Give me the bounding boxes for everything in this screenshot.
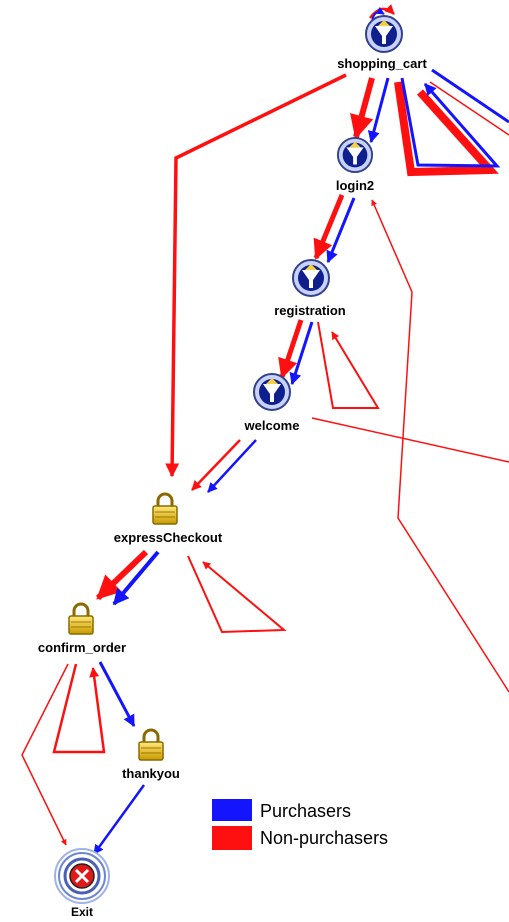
- node-exit[interactable]: Exit: [54, 848, 110, 919]
- node-shopping-cart[interactable]: shopping_cart: [337, 15, 427, 71]
- node-thankyou[interactable]: thankyou: [122, 728, 180, 781]
- node-label: shopping_cart: [337, 56, 427, 71]
- edge-red-cart-to-login2: [350, 77, 375, 140]
- node-confirm-order[interactable]: confirm_order: [38, 602, 126, 655]
- lock-icon: [67, 602, 95, 636]
- edge-blue-cart-to-login2: [367, 77, 390, 144]
- node-label: login2: [336, 178, 374, 193]
- edge-blue-confirm-to-thankyou: [98, 661, 136, 728]
- edge-blue-cart-loop: [400, 77, 501, 168]
- legend-swatch-non-purchasers: [212, 826, 252, 850]
- edge-red-confirm-to-exit: [21, 663, 69, 846]
- node-label: registration: [274, 303, 346, 318]
- legend-label-non-purchasers: Non-purchasers: [260, 828, 388, 848]
- node-express-checkout[interactable]: expressCheckout: [114, 492, 223, 545]
- funnel-page-icon: [253, 373, 291, 411]
- funnel-page-icon: [336, 136, 374, 174]
- edge-blue-express-to-confirm: [112, 550, 160, 606]
- legend: Purchasers Non-purchasers: [212, 799, 388, 850]
- lock-icon: [137, 728, 165, 762]
- edge-red-confirm-loop: [52, 663, 106, 754]
- edge-red-cart-offscreen: [429, 81, 509, 136]
- funnel-page-icon: [365, 15, 403, 53]
- edge-red-return-to-login2: [371, 199, 509, 693]
- edge-blue-cart-offscreen: [431, 68, 509, 124]
- edge-red-cart-to-express: [165, 73, 347, 478]
- edge-red-login2-to-registration: [313, 194, 345, 260]
- exit-icon: [54, 848, 110, 904]
- edge-red-express-loop: [187, 555, 287, 634]
- node-welcome[interactable]: welcome: [244, 373, 300, 433]
- lock-icon: [151, 492, 179, 526]
- node-label: expressCheckout: [114, 530, 223, 545]
- edge-blue-welcome-to-express: [207, 439, 257, 493]
- node-login2[interactable]: login2: [336, 136, 374, 193]
- node-label: confirm_order: [38, 640, 126, 655]
- node-label: Exit: [71, 905, 93, 919]
- node-label: welcome: [244, 418, 300, 433]
- legend-swatch-purchasers: [212, 799, 252, 821]
- edge-red-registration-loop: [317, 321, 380, 409]
- edge-red-registration-to-welcome: [278, 319, 304, 379]
- legend-label-purchasers: Purchasers: [260, 801, 351, 821]
- legend-item-purchasers: Purchasers: [212, 799, 351, 821]
- edge-red-express-to-confirm: [95, 549, 149, 601]
- funnel-page-icon: [292, 259, 330, 297]
- edge-blue-registration-to-welcome: [289, 321, 314, 386]
- node-registration[interactable]: registration: [274, 259, 346, 318]
- node-label: thankyou: [122, 766, 180, 781]
- edge-red-welcome-offscreen: [311, 417, 509, 463]
- legend-item-non-purchasers: Non-purchasers: [212, 826, 388, 850]
- edge-red-welcome-to-express: [191, 439, 241, 491]
- edge-red-cart-loop-large: [394, 81, 499, 177]
- edge-blue-login2-to-registration: [326, 197, 356, 264]
- edge-blue-thankyou-to-exit: [92, 784, 146, 855]
